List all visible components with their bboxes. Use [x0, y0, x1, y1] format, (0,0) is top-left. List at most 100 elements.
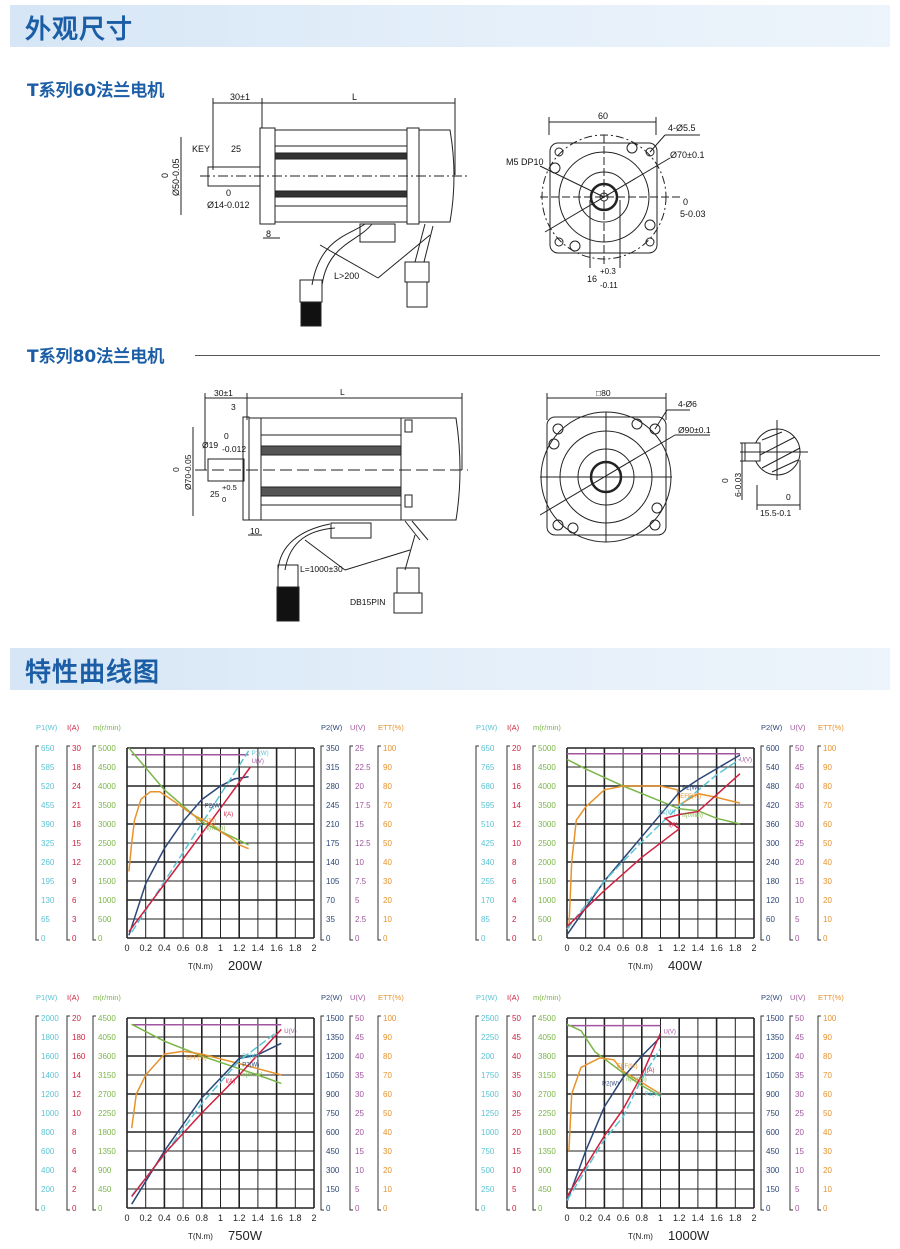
axis-tick-i: 21	[72, 801, 81, 810]
curves-banner: 特性曲线图	[10, 648, 890, 690]
series-line-n	[566, 758, 741, 825]
axis-tick-n: 0	[98, 1204, 103, 1213]
dim-key-width-80: 6-0.03	[733, 473, 743, 497]
x-tick-label: 1.8	[729, 943, 742, 953]
axis-tick-p2: 70	[326, 896, 335, 905]
axis-tick-u: 15	[355, 820, 364, 829]
axis-tick-e: 30	[823, 877, 832, 886]
x-tick-label: 1.8	[289, 1213, 302, 1223]
axis-tick-e: 10	[383, 915, 392, 924]
axis-tick-e: 40	[823, 858, 832, 867]
axis-tick-n: 1350	[98, 1147, 116, 1156]
dim-key: KEY	[192, 144, 210, 154]
axis-tick-n: 900	[538, 1166, 552, 1175]
series-label: I(A)	[668, 822, 678, 828]
axis-tick-p2: 450	[766, 1147, 780, 1156]
axis-tick-i: 3	[72, 915, 77, 924]
axis-tick-u: 0	[795, 934, 800, 943]
axis-tick-u: 10	[355, 858, 364, 867]
axis-tick-i: 0	[72, 1204, 77, 1213]
x-axis-label: T(N.m)	[188, 1232, 213, 1241]
x-tick-label: 0.4	[598, 943, 611, 953]
x-tick-label: 0.6	[617, 1213, 630, 1223]
series-label: U(V)	[664, 1030, 676, 1036]
axis-tick-p1: 650	[41, 744, 55, 753]
axis-tick-u: 40	[795, 1052, 804, 1061]
axis-tick-i: 20	[512, 1128, 521, 1137]
axis-tick-e: 50	[383, 1109, 392, 1118]
axis-tick-u: 5	[355, 896, 360, 905]
axis-tick-n: 500	[98, 915, 112, 924]
axis-tick-n: 1800	[538, 1128, 556, 1137]
axis-tick-p1: 195	[41, 877, 55, 886]
x-tick-label: 1.6	[710, 943, 723, 953]
axis-tick-p2: 245	[326, 801, 340, 810]
axis-tick-e: 0	[383, 934, 388, 943]
dim-step-80: 3	[231, 402, 236, 412]
axis-tick-p2: 300	[766, 1166, 780, 1175]
axis-tick-p1: 325	[41, 839, 55, 848]
x-tick-label: 1.8	[289, 943, 302, 953]
x-tick-label: 0.6	[617, 943, 630, 953]
axis-tick-p1: 85	[481, 915, 490, 924]
axis-tick-i: 0	[512, 934, 517, 943]
axis-tick-e: 60	[383, 1090, 392, 1099]
axis-tick-e: 0	[823, 934, 828, 943]
motor80-side-view	[192, 393, 468, 622]
axis-tick-i: 10	[512, 839, 521, 848]
axis-tick-e: 90	[383, 1033, 392, 1042]
axis-tick-n: 3150	[98, 1071, 116, 1080]
dim-pcd-80: Ø90±0.1	[678, 425, 711, 435]
axis-tick-u: 40	[355, 1052, 364, 1061]
axis-tick-p2: 1200	[326, 1052, 344, 1061]
axis-tick-i: 4	[72, 1166, 77, 1175]
x-tick-label: 0	[564, 1213, 569, 1223]
axis-tick-e: 50	[823, 839, 832, 848]
series-label: P1(W)	[645, 1092, 662, 1098]
divider	[195, 355, 880, 356]
axis-tick-p2: 175	[326, 839, 340, 848]
series-line-p1	[566, 758, 741, 930]
axis-title-i: I(A)	[67, 723, 80, 732]
series-label: P2(W)	[682, 785, 699, 791]
chart-title: 200W	[228, 958, 263, 973]
dim-keyh-tol-up: +0.3	[600, 267, 616, 276]
motor60-side-view	[180, 98, 468, 327]
axis-bracket-n	[92, 1015, 96, 1211]
series-label: I(A)	[224, 812, 234, 818]
x-tick-label: 0.8	[196, 1213, 209, 1223]
axis-title-n: m(r/min)	[93, 993, 121, 1002]
x-tick-label: 0.2	[579, 1213, 592, 1223]
axis-tick-n: 2700	[98, 1090, 116, 1099]
axis-title-p2: P2(W)	[761, 993, 783, 1002]
axis-tick-u: 25	[355, 1109, 364, 1118]
axis-tick-i: 0	[512, 1204, 517, 1213]
axis-tick-e: 0	[383, 1204, 388, 1213]
axis-tick-p2: 120	[766, 896, 780, 905]
dim-square-80: □80	[596, 388, 611, 398]
series-line-e	[568, 785, 741, 929]
axis-tick-p2: 105	[326, 877, 340, 886]
axis-tick-p1: 0	[481, 934, 486, 943]
axis-tick-p2: 0	[326, 934, 331, 943]
axis-tick-u: 5	[795, 1185, 800, 1194]
axis-tick-p2: 315	[326, 763, 340, 772]
axis-tick-e: 20	[383, 1166, 392, 1175]
series-label: EFF(%)	[617, 1064, 638, 1070]
series-line-p2	[566, 754, 741, 936]
axis-tick-i: 35	[512, 1071, 521, 1080]
x-tick-label: 1	[658, 943, 663, 953]
axis-tick-u: 30	[795, 1090, 804, 1099]
axis-tick-p1: 1600	[41, 1052, 59, 1061]
axis-tick-n: 5000	[538, 744, 556, 753]
axis-tick-n: 2500	[98, 839, 116, 848]
axis-tick-e: 60	[383, 820, 392, 829]
axis-title-n: m(r/min)	[533, 723, 561, 732]
axis-tick-p1: 2500	[481, 1014, 499, 1023]
axis-tick-p1: 1750	[481, 1071, 499, 1080]
x-tick-label: 1.2	[233, 1213, 246, 1223]
dim-key-length-80: 25	[210, 489, 220, 499]
axis-tick-i: 20	[512, 744, 521, 753]
axis-tick-n: 4500	[538, 763, 556, 772]
